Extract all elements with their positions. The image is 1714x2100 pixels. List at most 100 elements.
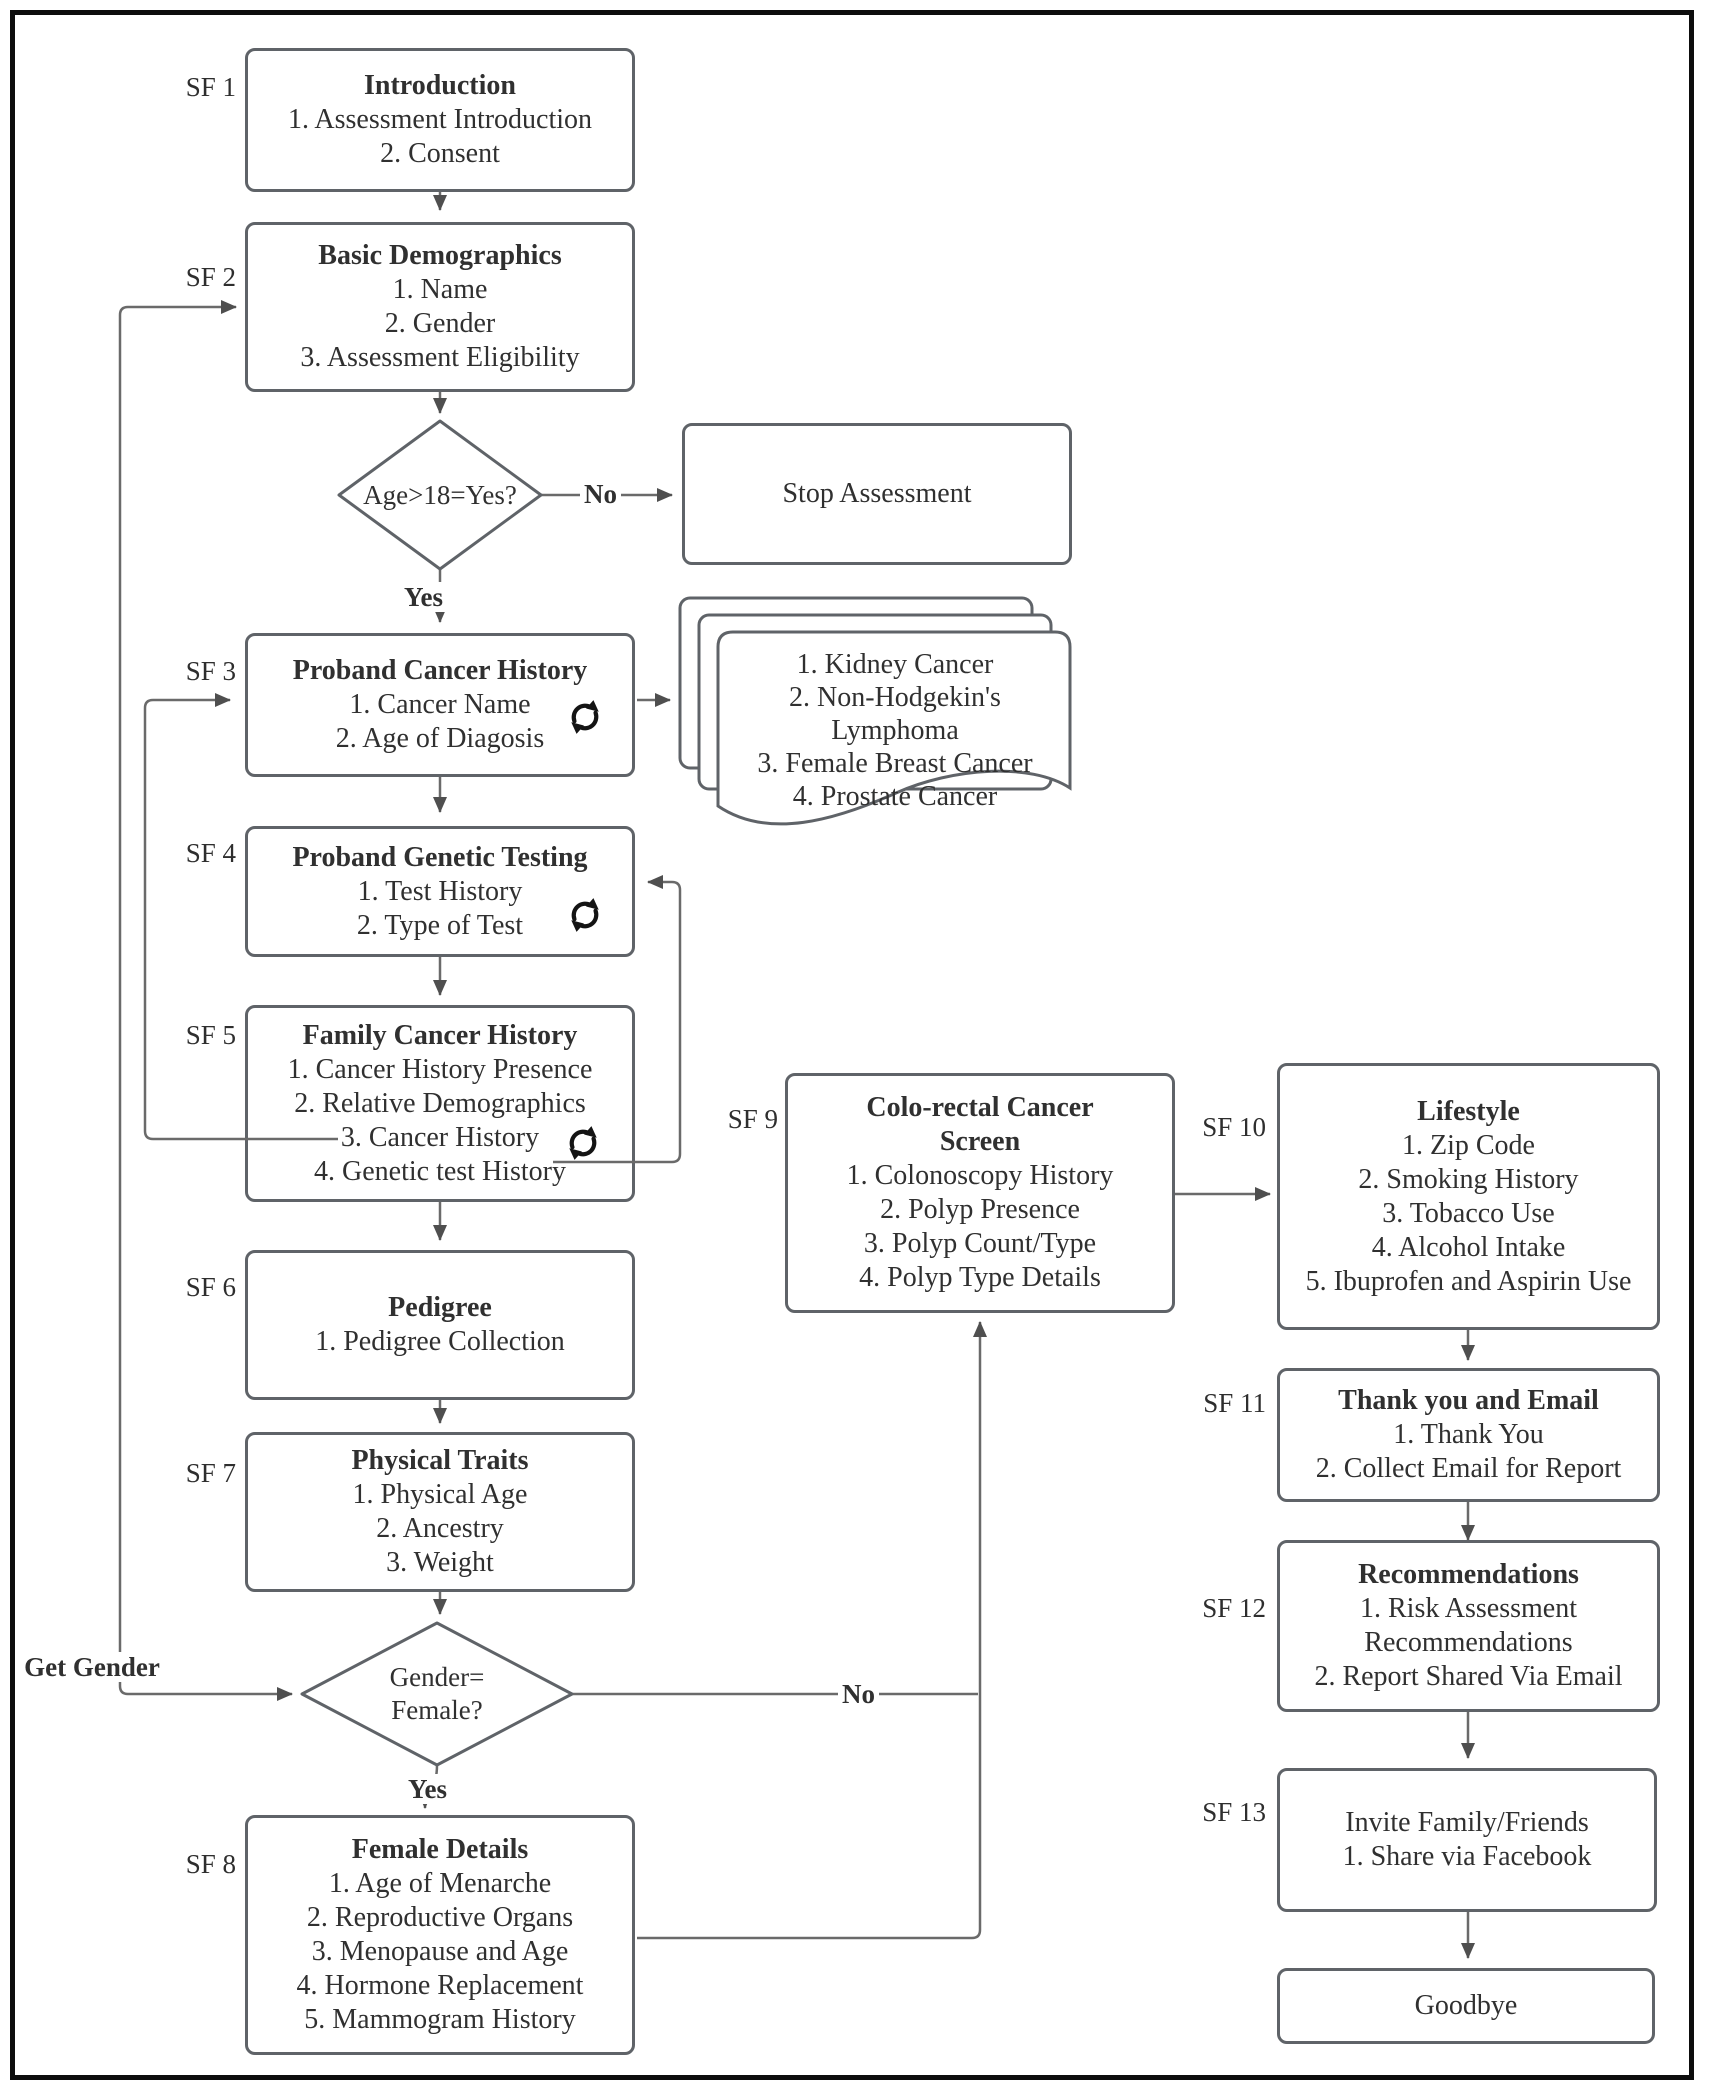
decision-age-diamond <box>337 419 543 571</box>
node-item: 2. Consent <box>380 138 500 169</box>
edge-label-get-gender: Get Gender <box>18 1652 166 1682</box>
node-item: 2. Report Shared Via Email <box>1314 1661 1623 1692</box>
document-sheet-front <box>716 630 1072 826</box>
step-label-sf11: SF 11 <box>1203 1388 1266 1418</box>
document-item: 3. Female Breast Cancer <box>757 748 1033 779</box>
node-title: Lifestyle <box>1417 1095 1520 1127</box>
node-title: Pedigree <box>388 1292 492 1323</box>
node-line: 1. Share via Facebook <box>1342 1841 1592 1872</box>
node-item: 1. Cancer History Presence <box>287 1053 593 1085</box>
node-item: 2. Polyp Presence <box>880 1194 1080 1225</box>
node-item: 1. Test History <box>357 875 523 907</box>
document-cancer-list: 1. Kidney Cancer 2. Non-Hodgekin's Lymph… <box>728 648 1062 813</box>
node-sf7-physical-traits: Physical Traits 1. Physical Age 2. Ances… <box>245 1432 635 1592</box>
node-item: 2. Smoking History <box>1358 1163 1579 1195</box>
node-item: 3. Tobacco Use <box>1382 1197 1555 1229</box>
node-item: 3. Weight <box>386 1547 494 1578</box>
node-title-line2: Screen <box>939 1126 1021 1157</box>
node-item: 3. Cancer History <box>340 1121 540 1153</box>
node-item: 1. Cancer Name <box>349 689 531 720</box>
figure-border <box>10 10 1694 2080</box>
node-sf12-recommendations: Recommendations 1. Risk Assessment Recom… <box>1277 1540 1660 1712</box>
node-item: 1. Thank You <box>1393 1419 1544 1450</box>
node-item: 1. Name <box>392 274 488 305</box>
decision-gender-diamond <box>300 1621 574 1767</box>
edge-getgender-rail-to-sf2 <box>118 300 237 1686</box>
edge-label-age-no: No <box>580 479 621 509</box>
edge-sf8-to-sf9 <box>637 1321 987 1940</box>
node-item: 1. Pedigree Collection <box>315 1326 565 1357</box>
node-label: Goodbye <box>1414 1990 1518 2021</box>
node-title: Physical Traits <box>351 1445 529 1476</box>
node-item: 1. Zip Code <box>1402 1129 1535 1161</box>
node-title: Proband Genetic Testing <box>292 841 588 873</box>
node-line: Invite Family/Friends <box>1345 1807 1589 1838</box>
node-item: 1. Colonoscopy History <box>846 1160 1114 1191</box>
edge-label-age-yes: Yes <box>400 582 447 612</box>
step-label-sf13: SF 13 <box>1202 1797 1266 1827</box>
document-item: 1. Kidney Cancer <box>796 649 994 680</box>
document-item: 2. Non-Hodgekin's Lymphoma <box>789 682 1001 746</box>
node-title: Thank you and Email <box>1338 1385 1599 1416</box>
refresh-icon <box>571 700 599 734</box>
node-item: 4. Polyp Type Details <box>859 1262 1101 1293</box>
node-item: 2. Reproductive Organs <box>306 1902 574 1933</box>
node-sf11-thank-you-email: Thank you and Email 1. Thank You 2. Coll… <box>1277 1368 1660 1502</box>
node-title: Proband Cancer History <box>292 655 588 686</box>
node-item: 2. Ancestry <box>376 1513 504 1544</box>
refresh-icon <box>571 898 599 932</box>
node-title: Introduction <box>364 70 516 101</box>
step-label-sf12: SF 12 <box>1202 1593 1266 1623</box>
node-item: 2. Type of Test <box>356 909 524 941</box>
node-sf13-invite-family-friends: Invite Family/Friends 1. Share via Faceb… <box>1277 1768 1657 1912</box>
node-item: 1. Age of Menarche <box>328 1868 552 1899</box>
node-goodbye: Goodbye <box>1277 1968 1655 2044</box>
decision-age-question: Age>18=Yes? <box>363 480 517 510</box>
step-label-sf10: SF 10 <box>1202 1112 1266 1142</box>
document-item: 4. Prostate Cancer <box>792 781 998 812</box>
node-sf10-lifestyle: Lifestyle 1. Zip Code 2. Smoking History… <box>1277 1063 1660 1330</box>
node-sf9-colorectal-screen: Colo-rectal Cancer Screen 1. Colonoscopy… <box>785 1073 1175 1313</box>
node-title: Basic Demographics <box>318 240 562 271</box>
node-title: Female Details <box>351 1834 529 1865</box>
node-title: Recommendations <box>1358 1559 1579 1590</box>
node-stop-assessment: Stop Assessment <box>682 423 1072 565</box>
node-title: Family Cancer History <box>302 1019 578 1051</box>
step-label-sf9: SF 9 <box>727 1104 778 1134</box>
node-item: 5. Mammogram History <box>304 2004 576 2035</box>
node-item: 1. Assessment Introduction <box>287 104 593 135</box>
node-item: 3. Polyp Count/Type <box>863 1228 1097 1259</box>
node-item: 3. Menopause and Age <box>311 1936 569 1967</box>
node-item: 4. Hormone Replacement <box>296 1970 584 2001</box>
node-item: 4. Genetic test History <box>314 1155 566 1187</box>
node-sf2-basic-demographics: Basic Demographics 1. Name 2. Gender 3. … <box>245 222 635 392</box>
edge-getgender-rail-to-gendercheck <box>118 1685 293 1701</box>
node-item: 5. Ibuprofen and Aspirin Use <box>1305 1265 1632 1297</box>
edge-label-gender-yes: Yes <box>404 1774 451 1804</box>
node-item: 1. Physical Age <box>352 1479 528 1510</box>
step-label-sf8: SF 8 <box>185 1849 236 1879</box>
edge-label-gender-no: No <box>838 1679 879 1709</box>
decision-gender-question: Gender= Female? <box>337 1661 537 1727</box>
node-sf1-introduction: Introduction 1. Assessment Introduction … <box>245 48 635 192</box>
node-item: 4. Alcohol Intake <box>1371 1231 1566 1263</box>
refresh-icon <box>569 1126 597 1160</box>
node-label: Stop Assessment <box>782 478 972 509</box>
node-item: 2. Relative Demographics <box>294 1087 586 1119</box>
node-sf8-female-details: Female Details 1. Age of Menarche 2. Rep… <box>245 1815 635 2055</box>
node-title-line1: Colo-rectal Cancer <box>866 1092 1094 1123</box>
step-label-sf3: SF 3 <box>185 656 236 686</box>
step-label-sf4: SF 4 <box>185 838 236 868</box>
step-label-sf5: SF 5 <box>185 1020 236 1050</box>
node-sf5-family-cancer-history: Family Cancer History 1. Cancer History … <box>245 1005 635 1202</box>
node-sf4-proband-genetic-testing: Proband Genetic Testing 1. Test History … <box>245 826 635 957</box>
node-item: 2. Collect Email for Report <box>1315 1453 1622 1484</box>
node-item: 1. Risk Assessment Recommendations <box>1359 1593 1578 1658</box>
decision-gender-line1: Gender= <box>389 1662 485 1692</box>
node-sf6-pedigree: Pedigree 1. Pedigree Collection <box>245 1250 635 1400</box>
step-label-sf2: SF 2 <box>185 262 236 292</box>
decision-gender-line2: Female? <box>391 1695 483 1725</box>
node-sf3-proband-cancer-history: Proband Cancer History 1. Cancer Name 2.… <box>245 633 635 777</box>
